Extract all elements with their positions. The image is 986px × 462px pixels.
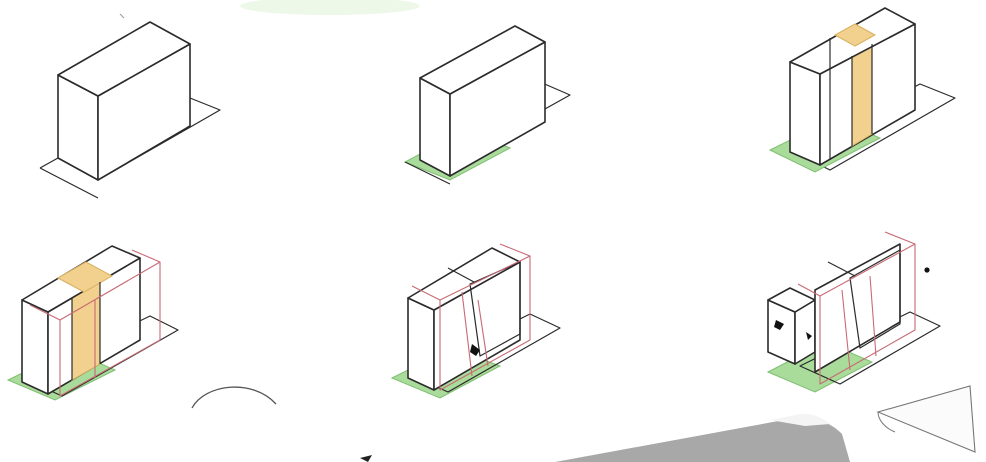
panel-step-4 [8,246,178,400]
top-fragment [120,0,420,18]
cone-outline-icon [878,386,975,452]
grey-wedge-icon [360,414,850,462]
panel-step-1 [40,22,220,198]
panel-step-6 [768,232,940,392]
panel-step-5 [392,244,560,398]
panel-step-3 [770,8,955,172]
panel-step-2 [405,26,570,184]
circle-arc-icon [192,387,276,408]
